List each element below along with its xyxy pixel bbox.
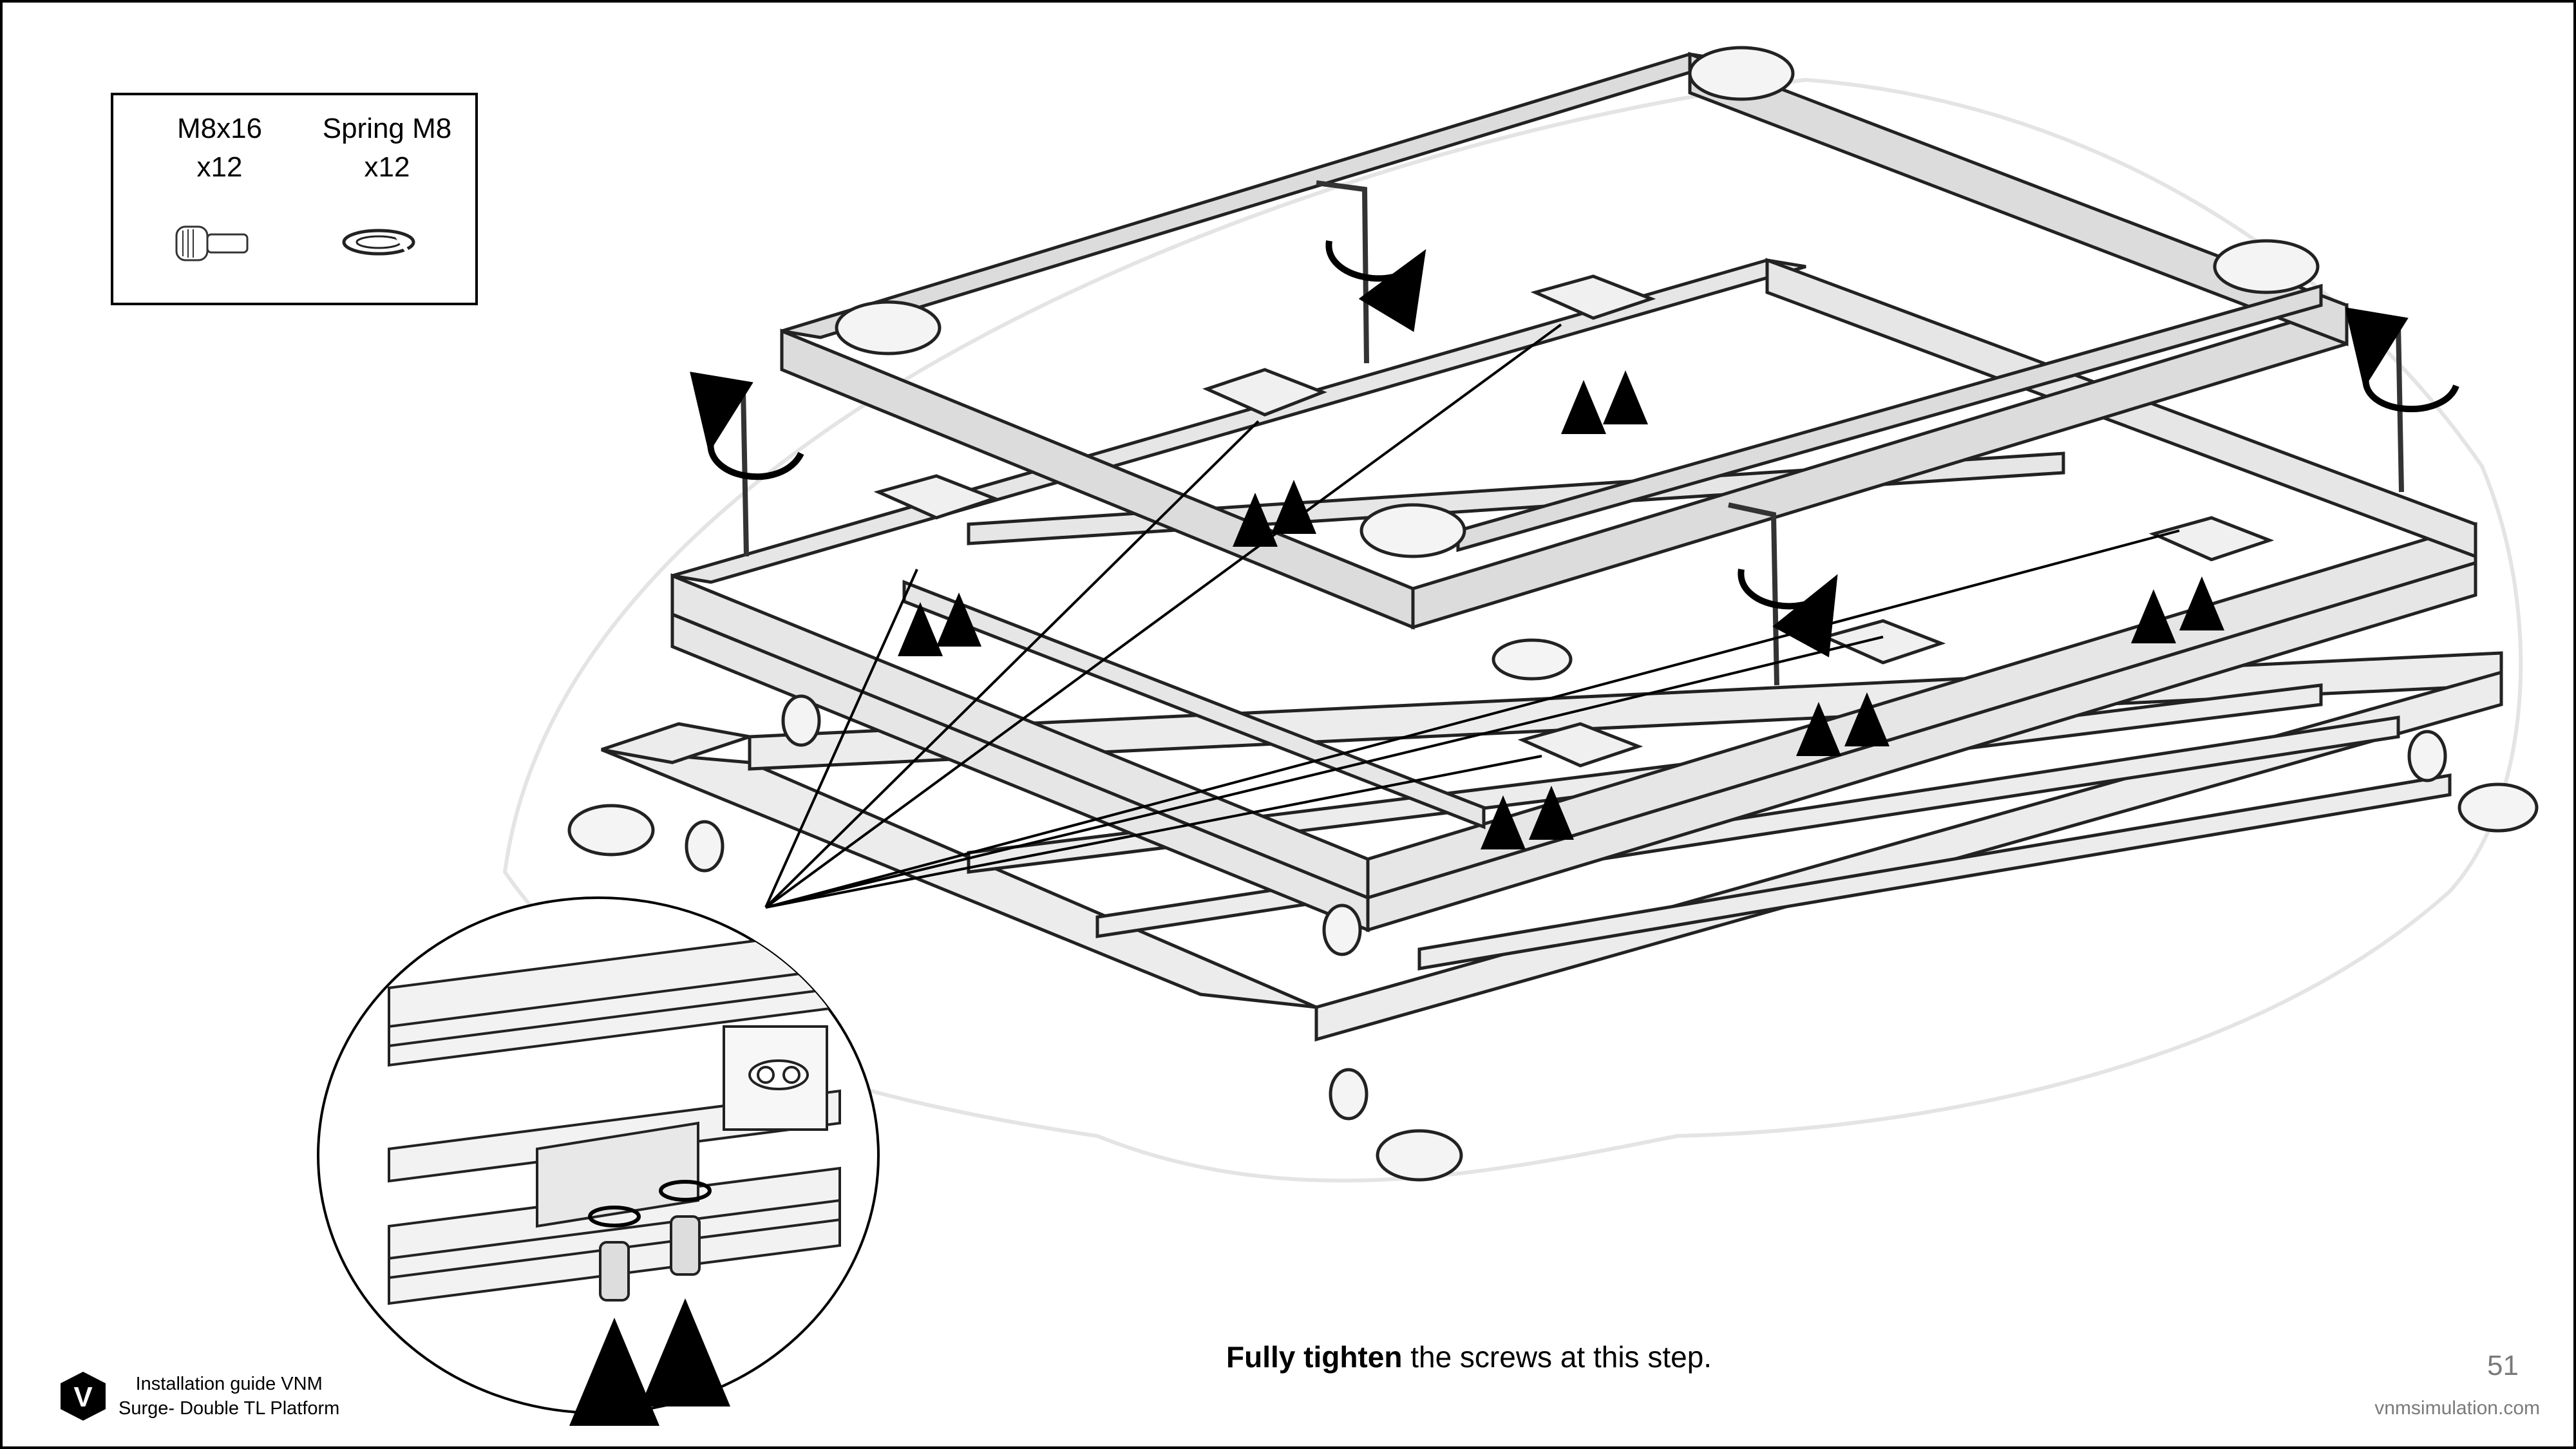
svg-text:V: V — [73, 1381, 93, 1413]
instruction-text: Fully tighten the screws at this step. — [1226, 1340, 1712, 1374]
footer-line-1: Installation guide VNM — [135, 1374, 323, 1394]
screw-arrows — [898, 370, 2224, 849]
leveling-feet — [567, 638, 2539, 1182]
part-bolt: M8x16 x12 — [139, 109, 300, 187]
instruction-bold: Fully tighten — [1226, 1340, 1403, 1374]
part-name: Spring M8 — [322, 113, 452, 144]
instruction-rest: the screws at this step. — [1402, 1340, 1712, 1374]
mounting-blocks — [873, 274, 2275, 768]
callout-leader-lines — [764, 323, 2180, 909]
part-qty: x12 — [196, 151, 243, 183]
parts-box: M8x16 x12 Spring M8 x12 — [111, 93, 478, 305]
page-number: 51 — [2487, 1350, 2519, 1381]
caster-wheels — [685, 694, 2447, 1121]
spring-washer-icon — [342, 229, 415, 256]
vnm-logo-icon: V — [61, 1372, 106, 1421]
footer-guide-title: Installation guide VNM Surge- Double TL … — [118, 1372, 339, 1421]
footer-line-2: Surge- Double TL Platform — [118, 1398, 340, 1419]
website-link[interactable]: vnmsimulation.com — [2374, 1397, 2540, 1419]
assembly-illustration — [317, 46, 2539, 1426]
part-name: M8x16 — [176, 113, 263, 144]
rotation-arrows — [689, 240, 2459, 658]
part-qty: x12 — [364, 151, 410, 183]
bolt-icon — [175, 225, 249, 261]
assembly-halo — [502, 77, 2523, 1183]
top-feet — [835, 46, 2320, 558]
detail-callout — [317, 896, 880, 1426]
part-spring-washer: Spring M8 x12 — [307, 109, 468, 187]
top-frame — [780, 52, 2349, 630]
